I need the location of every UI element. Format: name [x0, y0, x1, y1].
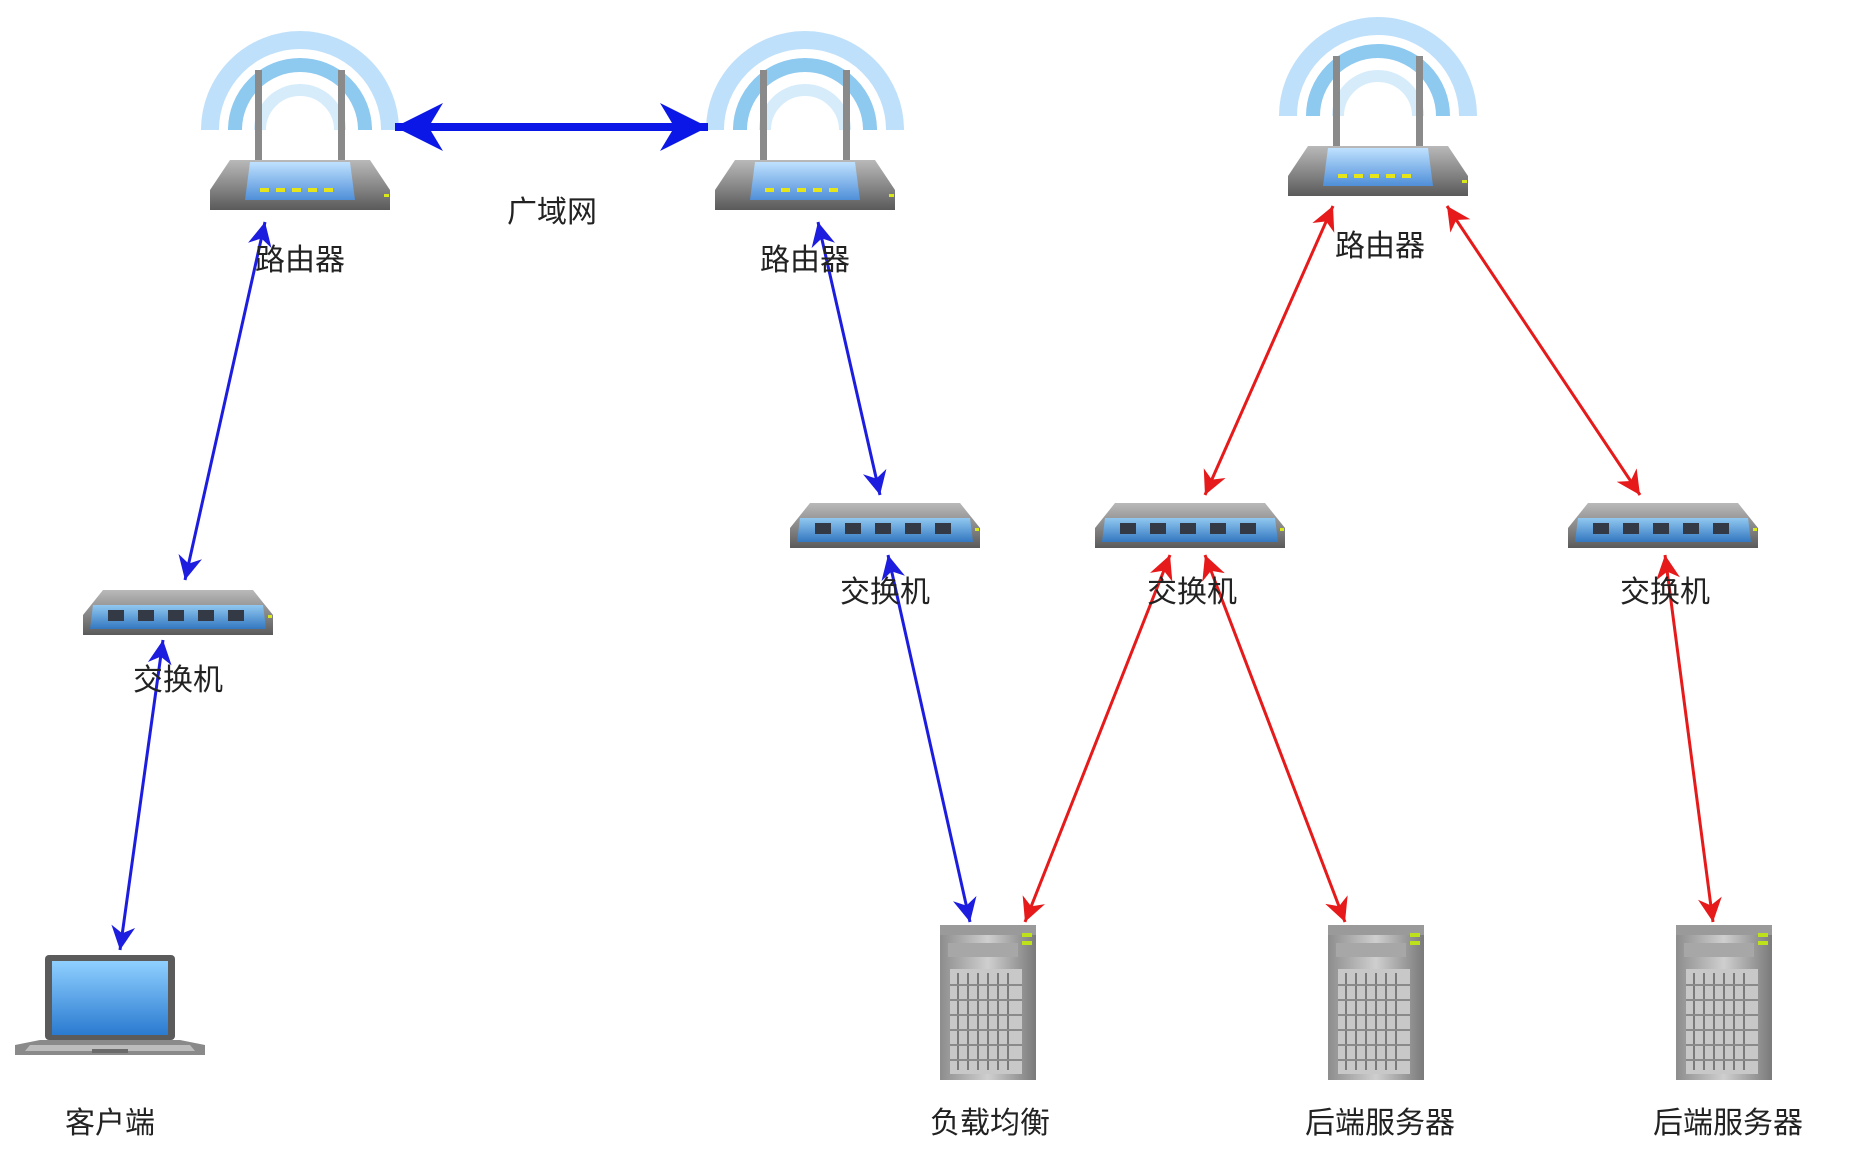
- switch-2: [790, 503, 980, 548]
- wireless-router-icon: [1288, 26, 1468, 196]
- link-router3-switch4: [1445, 205, 1642, 496]
- backend-server-1-label: 后端服务器: [1305, 1106, 1455, 1141]
- link-switch4-backend2: [1656, 554, 1722, 923]
- client-label: 客户端: [65, 1106, 155, 1141]
- link-router1-switch1: [178, 221, 272, 581]
- laptop-icon: [15, 955, 205, 1055]
- backend-server-1: [1327, 924, 1425, 1081]
- backend-server-2: [1675, 924, 1773, 1081]
- link-router3-switch3: [1203, 205, 1335, 496]
- router-3-label: 路由器: [1335, 229, 1425, 264]
- link-switch3-loadbalancer: [1022, 554, 1173, 923]
- client-laptop: [15, 955, 205, 1055]
- wireless-router-icon: [210, 40, 390, 210]
- wan-label: 广域网: [507, 195, 597, 230]
- network-switch-icon: [1568, 503, 1758, 548]
- router-3: [1288, 26, 1468, 196]
- load-balancer-server: [939, 924, 1037, 1081]
- router-1-label: 路由器: [255, 243, 345, 278]
- load-balancer-label: 负载均衡: [930, 1106, 1050, 1141]
- switch-2-label: 交换机: [840, 575, 930, 610]
- link-router2-switch2: [811, 221, 887, 496]
- switch-3: [1095, 503, 1285, 548]
- link-switch3-backend1: [1202, 554, 1348, 923]
- server-tower-icon: [1675, 924, 1773, 1081]
- backend-server-2-label: 后端服务器: [1653, 1106, 1803, 1141]
- router-2: [715, 40, 895, 210]
- network-switch-icon: [790, 503, 980, 548]
- link-switch2-loadbalancer: [881, 554, 977, 923]
- router-1: [210, 40, 390, 210]
- wireless-router-icon: [715, 40, 895, 210]
- network-switch-icon: [1095, 503, 1285, 548]
- network-switch-icon: [83, 590, 273, 635]
- switch-3-label: 交换机: [1147, 575, 1237, 610]
- switch-1: [83, 590, 273, 635]
- router-2-label: 路由器: [760, 243, 850, 278]
- server-tower-icon: [939, 924, 1037, 1081]
- switch-1-label: 交换机: [133, 663, 223, 698]
- switch-4: [1568, 503, 1758, 548]
- server-tower-icon: [1327, 924, 1425, 1081]
- switch-4-label: 交换机: [1620, 575, 1710, 610]
- link-switch1-client: [111, 639, 172, 951]
